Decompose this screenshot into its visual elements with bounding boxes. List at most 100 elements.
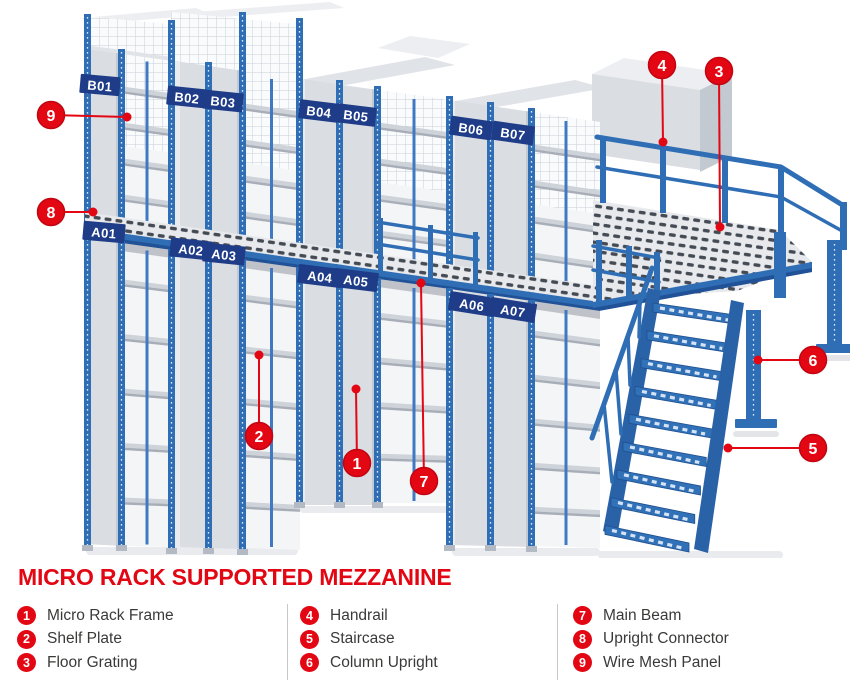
legend-column-3: 7 Main Beam 8 Upright Connector 9 Wire M… [573,606,729,677]
rack-label-plate [447,291,497,317]
stair-tread [610,497,696,524]
wire-mesh-top-panel [171,12,296,79]
upright-post [239,259,246,553]
upright-post [84,236,91,549]
stair-stringer-right [694,300,744,553]
stair-baluster [614,368,623,436]
upright-post [446,96,453,287]
callouts: 1 2 3 4 [36,50,828,496]
rack-label-plate [297,264,343,288]
svg-text:5: 5 [809,441,818,458]
rack-label-plate [169,237,213,261]
legend-number-badge: 9 [573,653,592,672]
svg-text:7: 7 [420,474,429,491]
upright-foot [485,545,496,551]
legend-item-handrail: 4 Handrail [300,606,438,625]
stair-tread-slots [635,417,706,436]
upper-rack-row [122,54,600,302]
upright-post [336,80,343,271]
legend-label: Column Upright [330,653,438,671]
upright-post [487,294,494,549]
base-plate-1 [735,419,777,428]
legend-number-badge: 6 [300,653,319,672]
handrail-post [660,149,666,213]
lower-rack-row [122,243,600,550]
stair-treads [604,302,736,553]
legend-label: Staircase [330,630,395,647]
upright-foot [372,502,383,508]
stair-baluster [626,334,632,387]
wire-mesh-top-panel [85,16,168,57]
handrail-posts [600,139,784,232]
legend-item-main-beam: 7 Main Beam [573,606,729,625]
upright-foot [526,546,537,552]
floor-grating-strip [85,212,600,302]
stair-baluster [602,402,614,484]
rack-label-text: A03 [211,246,237,264]
callout-9: 9 [36,100,132,130]
rack-label-b05: B05 [335,103,377,127]
rack-label-b03: B03 [202,89,244,113]
rack-label-text: B04 [306,103,333,121]
rack-label-text: A01 [91,224,117,241]
upright-foot [444,545,455,551]
rack-label-a02: A02 [169,237,213,261]
stair-tread [628,413,713,439]
svg-text:8: 8 [47,205,56,222]
rack-label-text: B01 [87,77,113,94]
legend-number-badge: 8 [573,629,592,649]
rack-label-a01: A01 [82,220,126,244]
svg-text:3: 3 [715,64,724,81]
legend-label: Micro Rack Frame [47,606,174,624]
legend-number-badge: 1 [17,606,36,625]
legend-label: Floor Grating [47,653,138,671]
rack-label-plate [333,268,379,292]
callout-3: 3 [704,56,734,232]
upright-post [205,62,212,253]
stair-balusters [602,300,642,484]
legend-item-floor-grating: 3 Floor Grating [17,653,174,672]
handrail-post [778,168,784,232]
aisle-guardrail [375,218,480,286]
upright-post [487,102,494,293]
stair-tread-slots [653,334,723,351]
stair-tread-slots [641,389,712,408]
rack-label-plate [79,73,121,97]
legend-number-badge: 4 [300,606,319,625]
stair-tread-slots [647,362,717,379]
rack-label-plate [488,297,538,323]
handrail-end-post [840,202,847,250]
legend-number-badge: 2 [17,629,36,649]
legend-label: Upright Connector [603,630,729,647]
legend-number-badge: 7 [573,606,592,625]
callout-6: 6 [753,345,828,375]
rack-top-cap [378,36,470,58]
legend-divider [557,604,558,680]
callout-5: 5 [723,433,828,463]
legend-item-upright-connector: 8 Upright Connector [573,629,729,649]
upright-foot [334,502,345,508]
mezzanine-illustration: B01B02B03B04B05B06B07A01A02A03A04A05A06A… [36,2,850,558]
rack-label-b06: B06 [449,115,493,141]
callout-2: 2 [244,350,274,451]
column-upright-2 [827,240,842,346]
stair-tread-slots [629,445,700,465]
rack-label-text: A05 [343,272,370,290]
legend-item-shelf-plate: 2 Shelf Plate [17,629,174,649]
callout-8: 8 [36,197,98,227]
upright-foot [203,548,214,554]
rack-label-text: A06 [458,296,485,315]
upright-post [84,14,91,235]
legend-column-1: 1 Micro Rack Frame 2 Shelf Plate 3 Floor… [17,606,174,677]
upper-rack-uprights [84,12,535,298]
stair-tread-slots [623,473,694,493]
rack-label-a07: A07 [488,297,538,323]
rack-label-a06: A06 [447,291,497,317]
upright-post [118,49,125,240]
svg-text:2: 2 [255,429,264,446]
lower-rack-uprights [82,236,537,555]
upright-post [374,86,381,277]
upright-post [168,249,175,552]
upright-foot [82,545,93,551]
legend-item-wire-mesh-panel: 9 Wire Mesh Panel [573,653,729,672]
